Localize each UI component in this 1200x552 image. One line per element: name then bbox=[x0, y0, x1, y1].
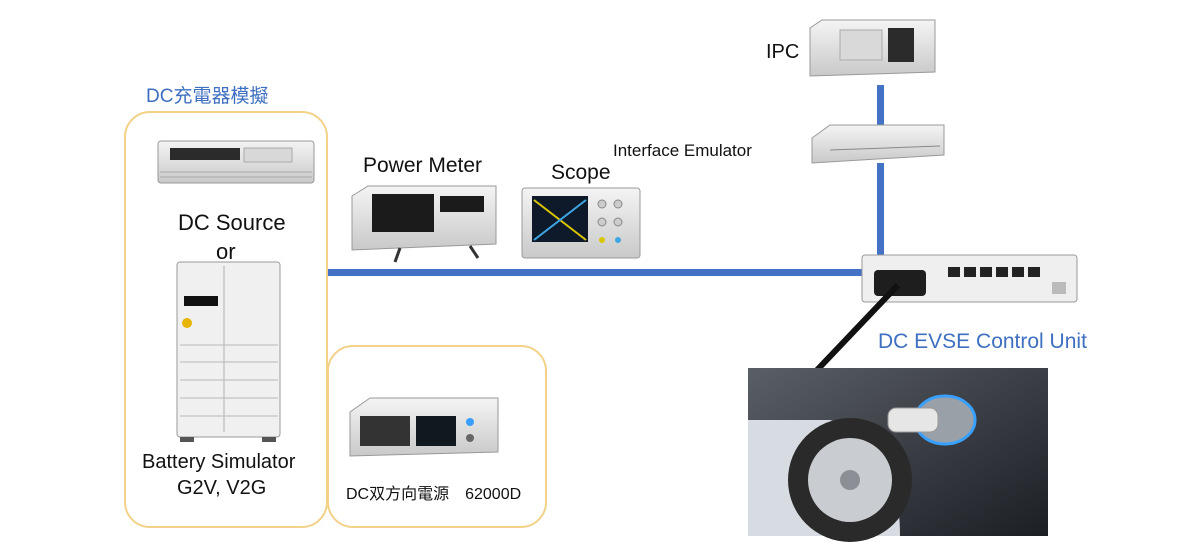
power-meter-device bbox=[351, 185, 497, 263]
dc-evse-control-unit-label: DC EVSE Control Unit bbox=[878, 330, 1087, 353]
dc-charger-simulator-group bbox=[124, 111, 328, 528]
g2v-v2g-label: G2V, V2G bbox=[177, 477, 267, 499]
ipc-device bbox=[809, 19, 936, 77]
power-meter-label: Power Meter bbox=[363, 154, 483, 177]
oscilloscope-device bbox=[521, 187, 641, 259]
or-label: or bbox=[216, 239, 236, 264]
interface-emulator-device bbox=[811, 124, 945, 164]
scope-label: Scope bbox=[551, 161, 611, 184]
dc-charger-simulator-label: DC充電器模擬 bbox=[146, 86, 269, 107]
battery-simulator-cabinet bbox=[176, 261, 281, 442]
dc-source-label: DC Source bbox=[178, 210, 286, 235]
ipc-label: IPC bbox=[766, 41, 800, 63]
interface-emulator-label: Interface Emulator bbox=[613, 141, 752, 160]
dc-source-device bbox=[157, 140, 315, 184]
dc-evse-control-unit-device bbox=[861, 254, 1078, 303]
battery-simulator-label: Battery Simulator bbox=[142, 451, 296, 473]
dc-bidirectional-supply-label: DC双方向電源 62000D bbox=[346, 486, 522, 503]
dc-bidirectional-supply-group bbox=[327, 345, 547, 528]
blue-connection-lines bbox=[328, 85, 884, 276]
electric-car-photo bbox=[748, 368, 1048, 542]
dc-bidirectional-supply-device bbox=[349, 397, 499, 457]
